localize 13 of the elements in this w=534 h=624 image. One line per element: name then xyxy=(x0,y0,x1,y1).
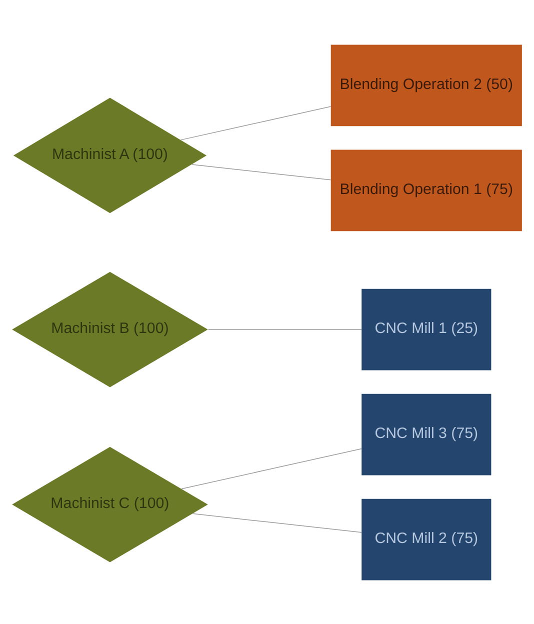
connector xyxy=(181,448,362,489)
node-box: Blending Operation 1 (75) xyxy=(330,149,522,231)
node-diamond: Machinist C (100) xyxy=(12,446,208,562)
connector xyxy=(208,328,362,330)
node-box: CNC Mill 3 (75) xyxy=(362,393,492,475)
node-diamond: Machinist B (100) xyxy=(12,271,208,387)
node-box: CNC Mill 1 (25) xyxy=(362,288,492,370)
connector xyxy=(180,106,332,140)
connector xyxy=(192,164,332,180)
node-box: Blending Operation 2 (50) xyxy=(330,44,522,126)
node-box: CNC Mill 2 (75) xyxy=(362,498,492,580)
node-diamond: Machinist A (100) xyxy=(13,97,207,213)
connector xyxy=(192,512,362,532)
